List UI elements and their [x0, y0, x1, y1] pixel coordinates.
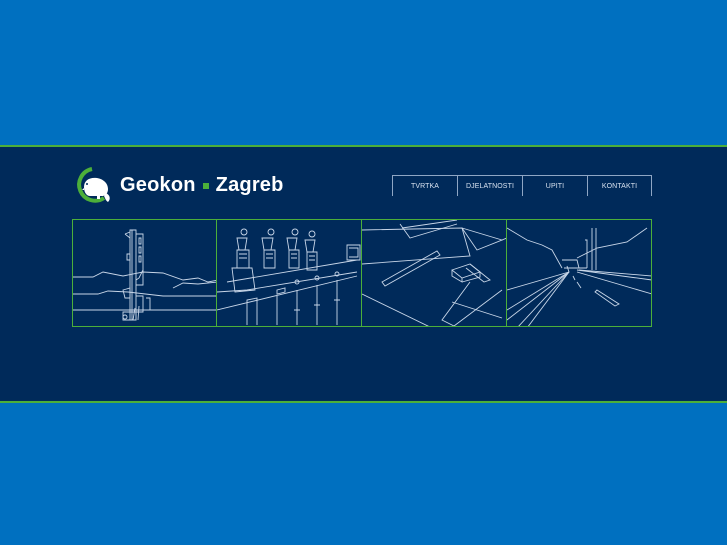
drilling-rig-illustration — [72, 219, 217, 327]
brand-separator — [202, 183, 209, 189]
laboratory-equipment-illustration — [217, 219, 362, 327]
highway-tunnel-illustration — [507, 219, 652, 327]
illustration-strip — [72, 219, 652, 327]
beaver-icon — [70, 165, 114, 205]
nav-item-upiti[interactable]: UPITI — [522, 176, 587, 196]
main-nav: TVRTKA DJELATNOSTI UPITI KONTAKTI — [392, 175, 652, 196]
brand-left: Geokon — [120, 173, 196, 196]
drafting-plans-illustration — [362, 219, 507, 327]
nav-item-djelatnosti[interactable]: DJELATNOSTI — [457, 176, 522, 196]
brand-right: Zagreb — [215, 173, 284, 196]
brand-name: Geokon Zagreb — [120, 174, 284, 197]
nav-item-tvrtka[interactable]: TVRTKA — [392, 176, 457, 196]
site-logo[interactable]: Geokon Zagreb — [70, 165, 284, 205]
nav-item-kontakti[interactable]: KONTAKTI — [587, 176, 652, 196]
